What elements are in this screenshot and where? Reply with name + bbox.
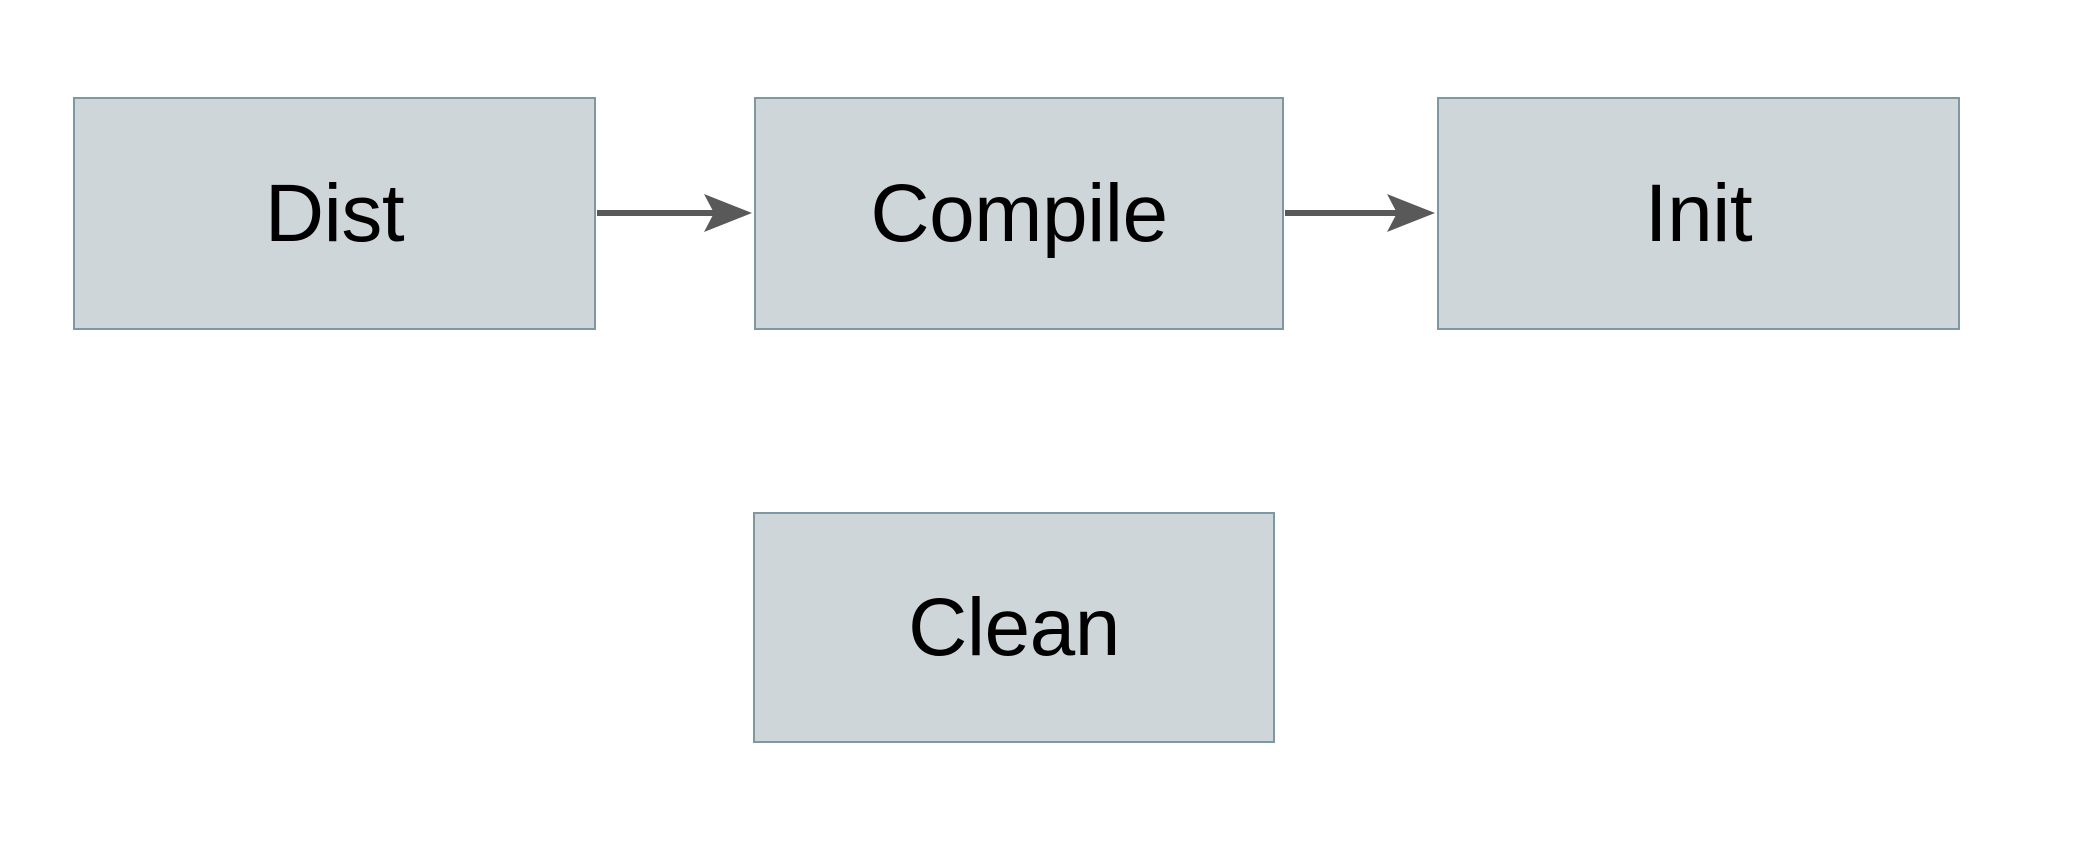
edge-compile-to-init: [1285, 194, 1435, 232]
node-compile-label: Compile: [870, 167, 1168, 259]
node-clean[interactable]: Clean: [753, 512, 1275, 743]
node-dist[interactable]: Dist: [73, 97, 596, 330]
node-init-label: Init: [1644, 167, 1753, 259]
node-dist-label: Dist: [264, 167, 405, 259]
node-compile[interactable]: Compile: [754, 97, 1284, 330]
edge-dist-to-compile: [597, 194, 752, 232]
node-init[interactable]: Init: [1437, 97, 1960, 330]
node-clean-label: Clean: [908, 581, 1120, 673]
